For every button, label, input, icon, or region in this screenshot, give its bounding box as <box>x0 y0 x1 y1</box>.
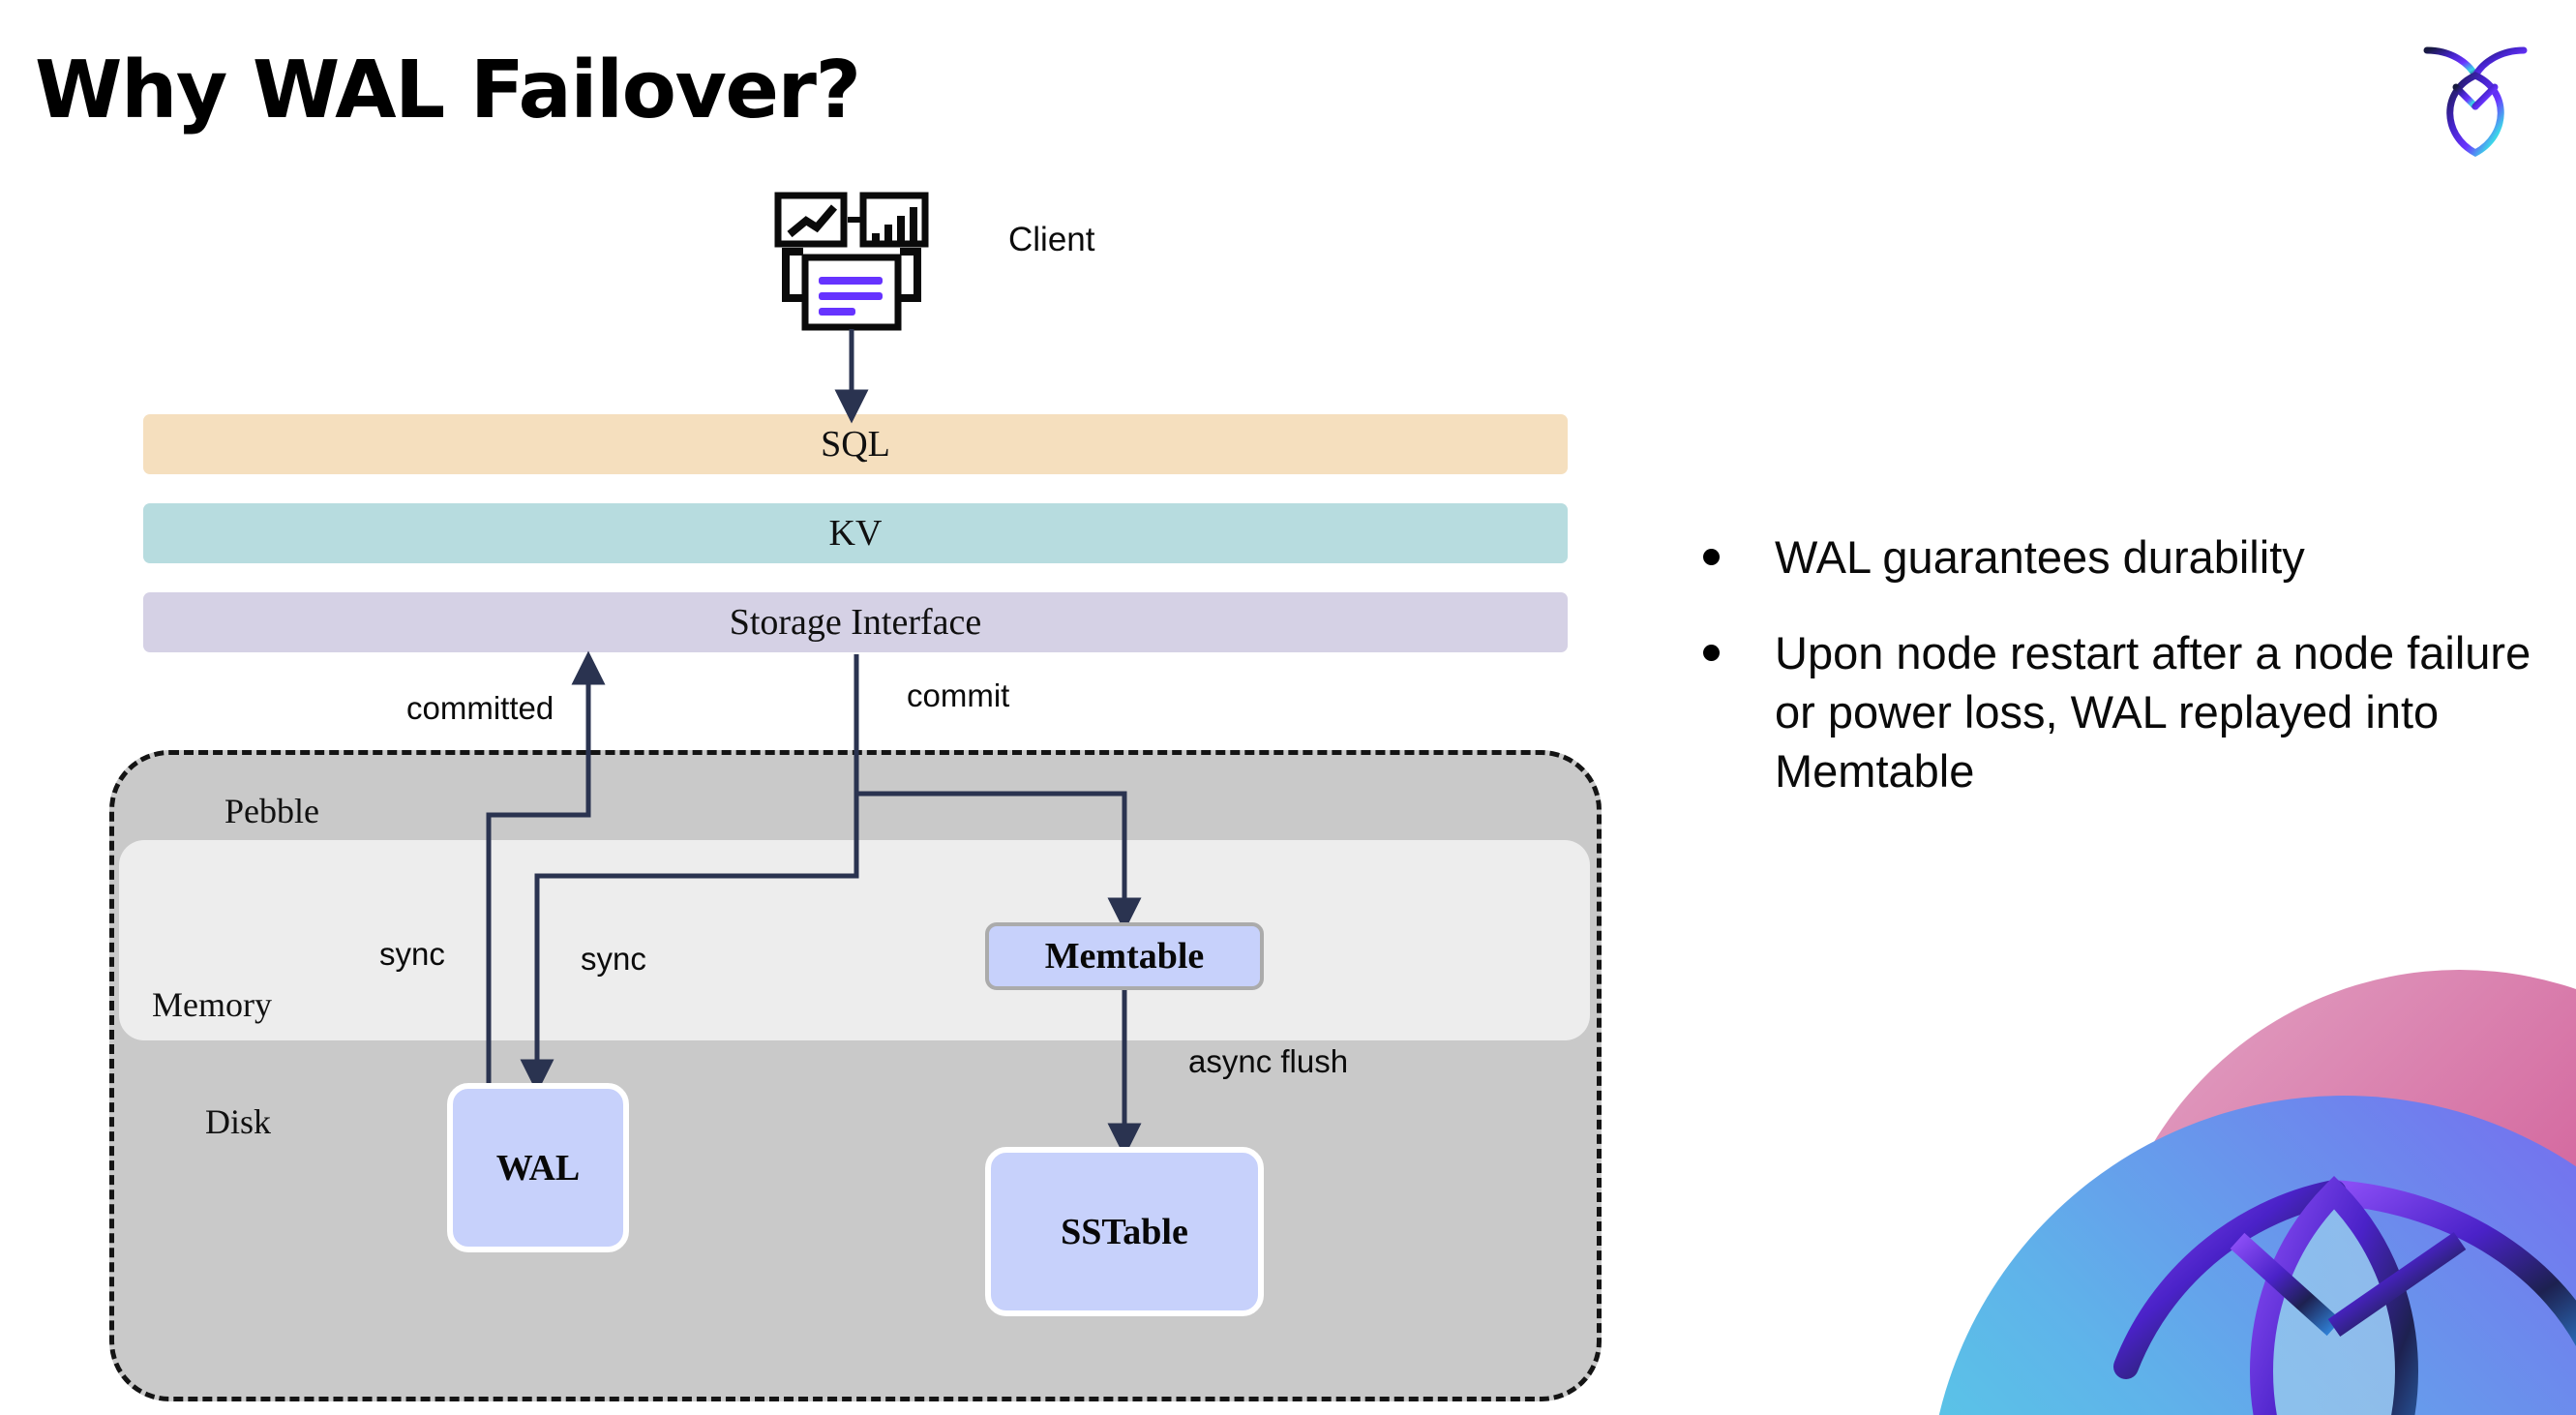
client-label: Client <box>1008 221 1095 258</box>
layer-kv: KV <box>143 503 1568 563</box>
memory-label: Memory <box>152 985 272 1024</box>
disk-label: Disk <box>205 1102 272 1141</box>
bullet-text: WAL guarantees durability <box>1775 531 2305 583</box>
memory-region <box>119 840 1590 1040</box>
architecture-diagram: Client SQL KV Storage Interface Pebble M… <box>109 192 1602 1401</box>
client-dashboard-icon <box>774 192 929 332</box>
edge-label-commit: commit <box>907 677 1010 713</box>
cockroach-leaf-watermark-icon <box>1918 912 2576 1415</box>
edge-label-sync-right: sync <box>581 941 646 977</box>
pebble-label: Pebble <box>225 792 319 830</box>
node-wal[interactable]: WAL <box>447 1083 629 1252</box>
edge-label-sync-left: sync <box>379 936 445 972</box>
edge-label-committed: committed <box>406 690 554 726</box>
bullet-dot-icon <box>1703 645 1720 662</box>
edge-label-async-flush: async flush <box>1188 1043 1349 1079</box>
bullet-dot-icon <box>1703 549 1720 565</box>
list-item: WAL guarantees durability <box>1703 527 2535 587</box>
layer-sql: SQL <box>143 414 1568 474</box>
bullet-text: Upon node restart after a node failure o… <box>1775 627 2531 798</box>
node-sstable[interactable]: SSTable <box>985 1147 1264 1316</box>
cockroach-leaf-logo-icon <box>2417 31 2533 157</box>
bullet-list: WAL guarantees durability Upon node rest… <box>1703 527 2535 837</box>
node-memtable[interactable]: Memtable <box>985 922 1264 990</box>
layer-storage-interface: Storage Interface <box>143 592 1568 652</box>
list-item: Upon node restart after a node failure o… <box>1703 623 2535 800</box>
page-title: Why WAL Failover? <box>35 45 861 136</box>
